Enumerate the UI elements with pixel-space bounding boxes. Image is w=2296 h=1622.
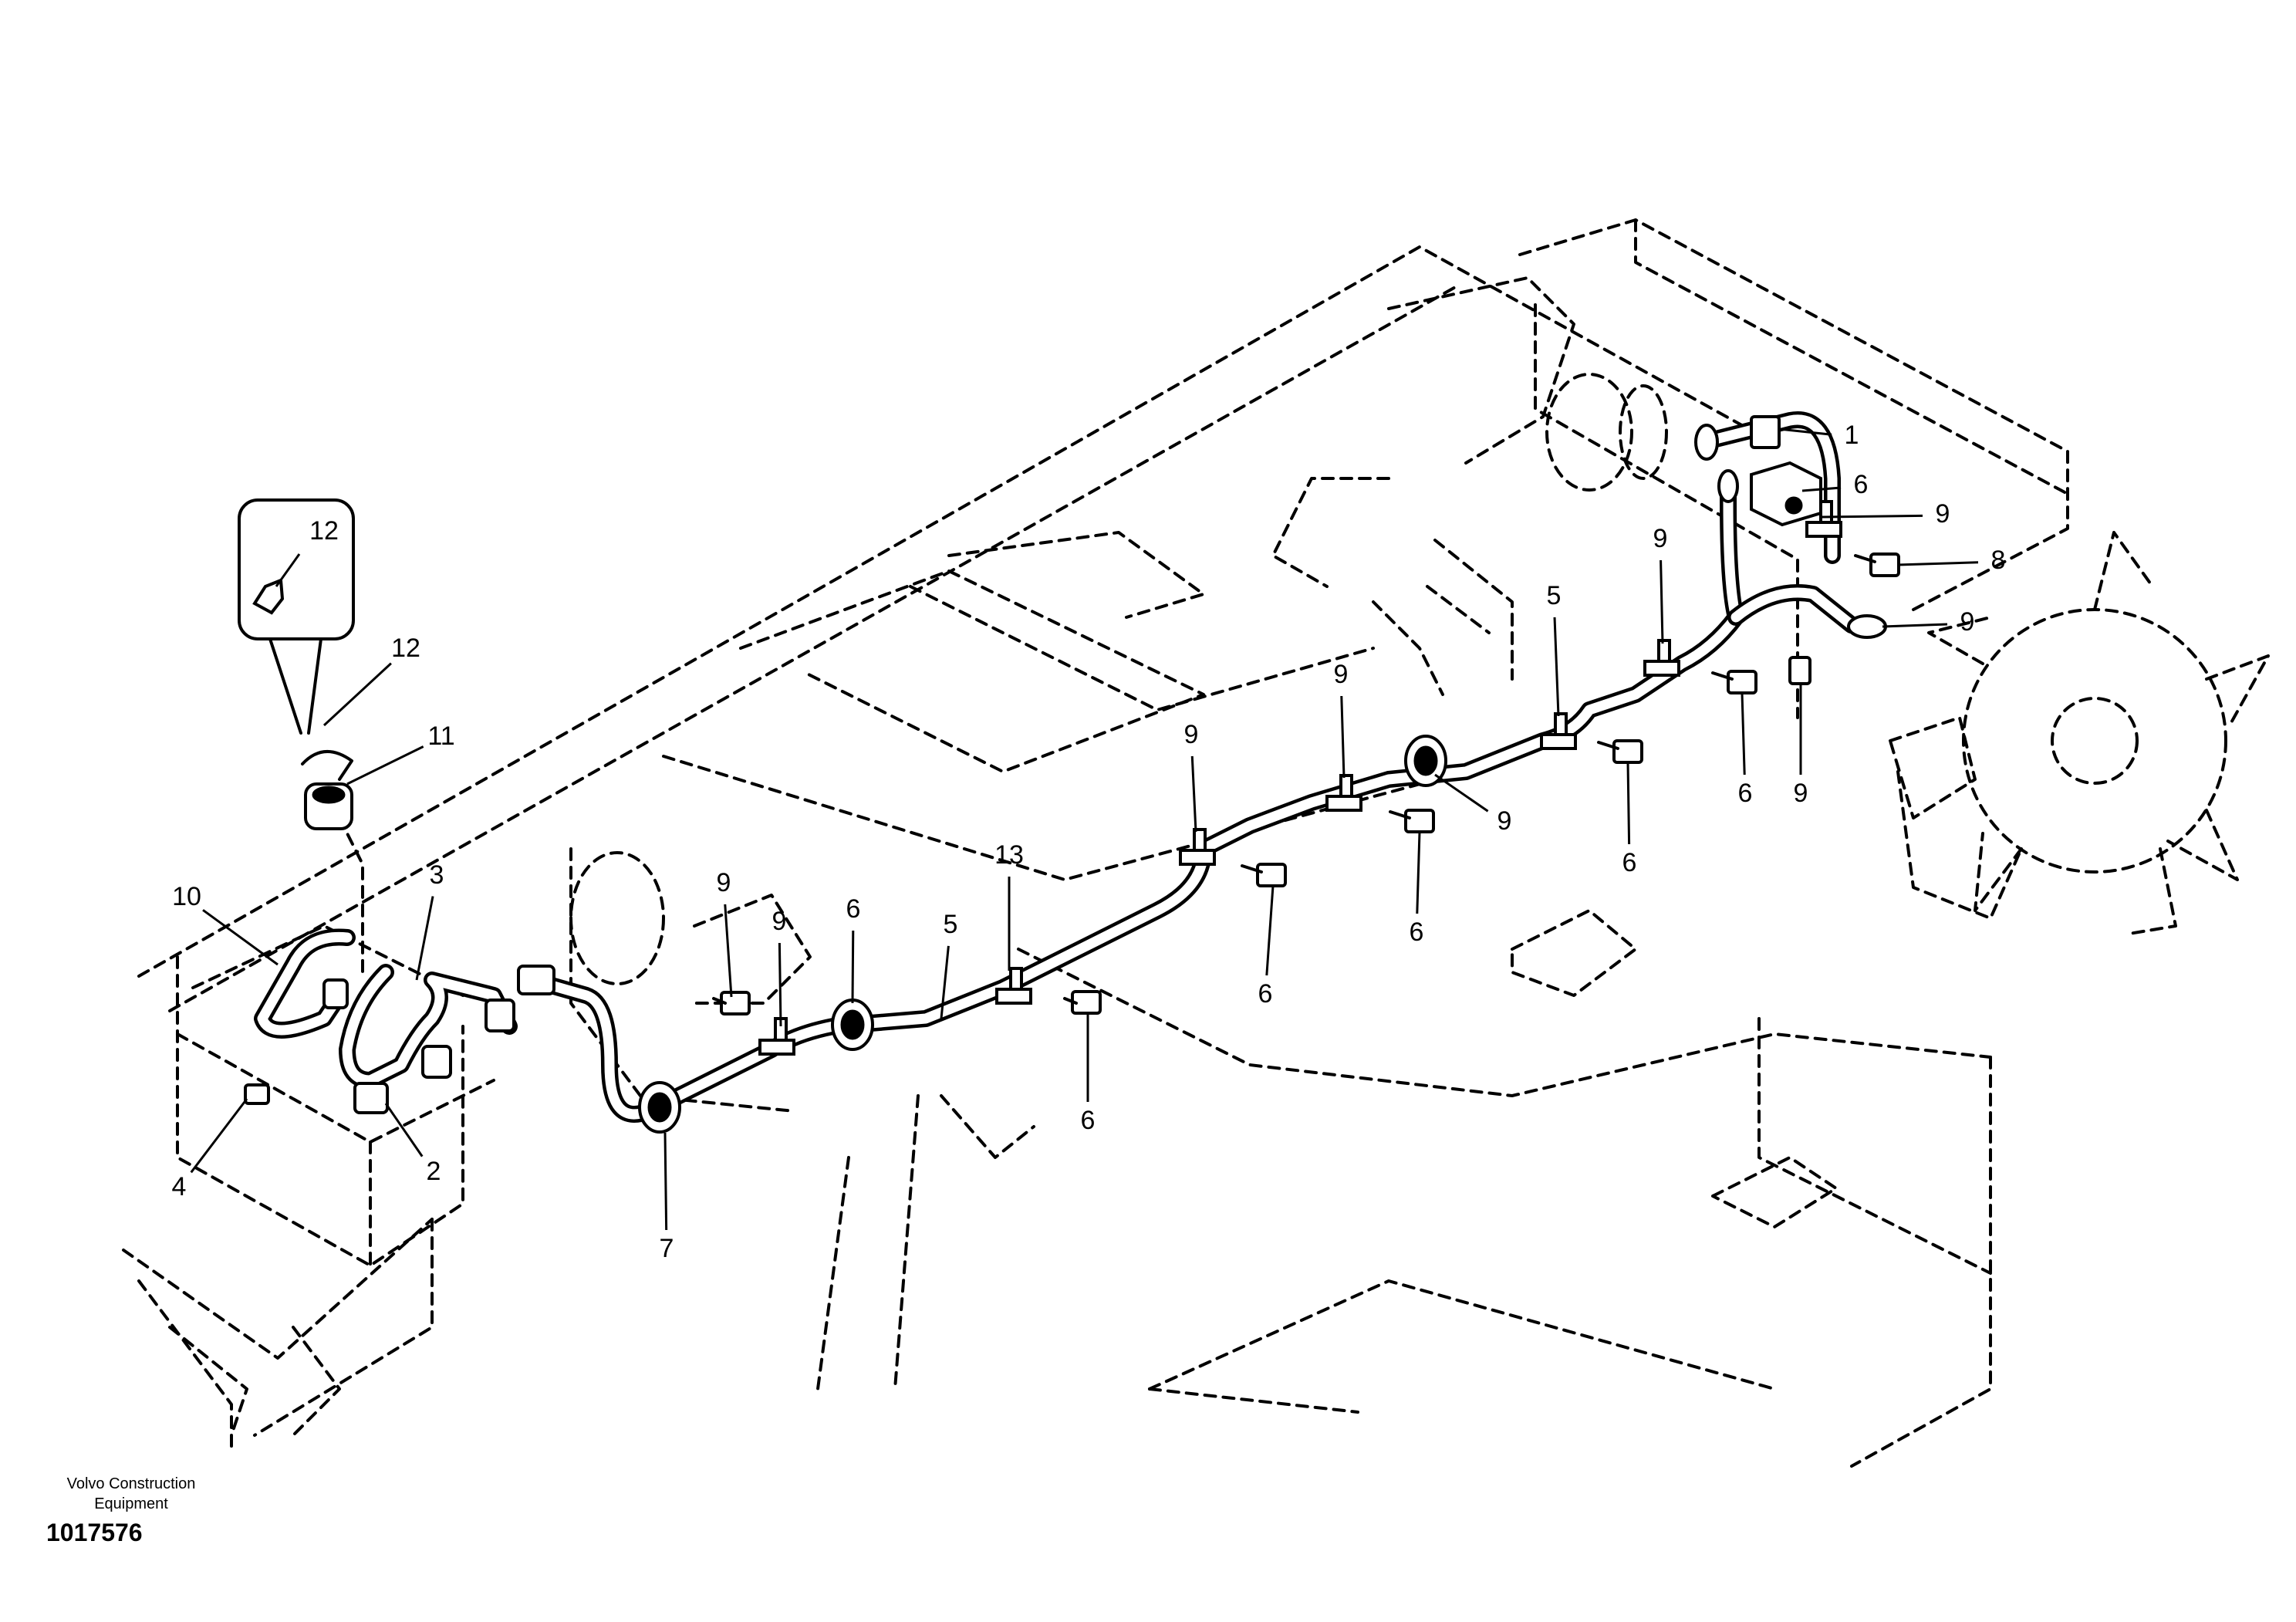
clamp [1325,774,1362,812]
callout-label: 5 [944,910,958,939]
callout-label: 6 [1738,779,1753,808]
callout-label: 9 [1334,660,1349,689]
manufacturer-line-1: Volvo Construction [66,1475,196,1492]
callout-leader-line [1190,755,1197,833]
callout-leader-line [778,942,782,1027]
callout-label: 9 [1794,779,1808,808]
callout-leader-line [1822,514,1923,519]
callout-leader-line [1553,617,1560,717]
clamp [1643,639,1680,677]
callout-leader-line [322,662,392,727]
callout-leader-line [724,904,733,998]
callout-leader-line [202,909,279,966]
callout-label: 2 [427,1157,441,1186]
callout-label: 1 [1845,421,1859,450]
bolt [712,991,751,1015]
callout-label: 9 [717,868,731,897]
callout-labels: 12 11 10 3 2 4 9 9 6 5 7 13 6 9 6 9 6 9 5 6 9 6 9 9 1 9 6 8 [172,421,2006,1263]
callout-label: 6 [1622,848,1637,877]
manufacturer-line-2: Equipment [94,1495,168,1512]
callout-leader-line [663,1132,668,1231]
callout-label: 9 [1960,607,1975,637]
callout-label: 6 [1081,1106,1096,1135]
battery-terminal [353,1082,389,1114]
engine-fan-outline [1889,531,2270,935]
callout-leader-line [346,745,424,786]
callout-label: 6 [1410,917,1424,947]
callout-label: 12 [391,634,420,663]
callout-leader-line [1801,486,1842,492]
callout-leader-line [1626,762,1631,845]
callout-label: 6 [846,894,861,924]
callout-leader-line [1778,427,1832,436]
bolt [1241,863,1287,887]
switch [301,749,353,830]
callout-leader-line [1660,559,1664,644]
clamp [1179,828,1216,866]
machine-frame-outline [122,218,2069,1468]
callout-leader-line [1897,561,1979,566]
clamp [1540,712,1577,750]
bolt [244,1083,270,1105]
callout-label: 8 [1991,546,2006,575]
battery-terminal [485,999,515,1032]
callout-label: 9 [1497,806,1512,836]
callout-leader-line [1340,695,1346,779]
manufacturer-caption: Volvo Construction Equipment [31,1474,231,1514]
callout-leader-line [940,945,950,1019]
callout-label: 6 [1854,470,1869,499]
bolt [1711,670,1757,694]
bolt [1750,415,1781,449]
callout-label: 9 [1936,499,1950,529]
bolt [1389,809,1435,833]
callout-leader-line [415,896,434,981]
ring-terminal [1717,469,1739,503]
ring-terminal [1694,424,1719,461]
callout-label: 4 [172,1172,187,1201]
grommet [831,999,874,1051]
callout-label: 9 [772,907,787,936]
battery-terminal [517,965,555,995]
bolt [1063,990,1102,1015]
hardware-parts [244,415,1900,1134]
clamp [995,967,1032,1005]
callout-label: 9 [1184,720,1199,749]
callout-label: 3 [430,860,444,890]
callout-leader-line [190,1098,248,1174]
ring-terminal [1847,614,1887,639]
callout-leader-line [1416,831,1421,914]
callout-label: 11 [427,721,454,751]
grommet [1404,735,1447,787]
callout-leader-line [1882,623,1948,628]
bracket [1750,461,1822,527]
callout-label: 13 [994,840,1024,870]
callout-leader-line [384,1103,424,1157]
inset-detail-box: 12 [238,498,355,735]
callout-label: 6 [1258,979,1273,1009]
inset-callout-label: 12 [309,516,339,546]
bolt [1597,739,1643,764]
bolt [1854,552,1900,577]
callout-leader-line [1265,885,1275,976]
callout-leader-line [1434,773,1489,813]
callout-label: 10 [172,882,201,911]
battery-terminal [322,978,349,1009]
bolt [1788,656,1811,685]
battery-terminal [421,1045,452,1079]
callout-label: 7 [660,1234,674,1263]
clamp [1805,500,1842,538]
callout-leader-line [1741,692,1746,776]
callout-label: 5 [1547,581,1562,610]
callout-label: 9 [1653,524,1668,553]
document-number: 1017576 [46,1519,143,1546]
cable-harness [254,411,1860,1123]
grommet [638,1081,681,1134]
